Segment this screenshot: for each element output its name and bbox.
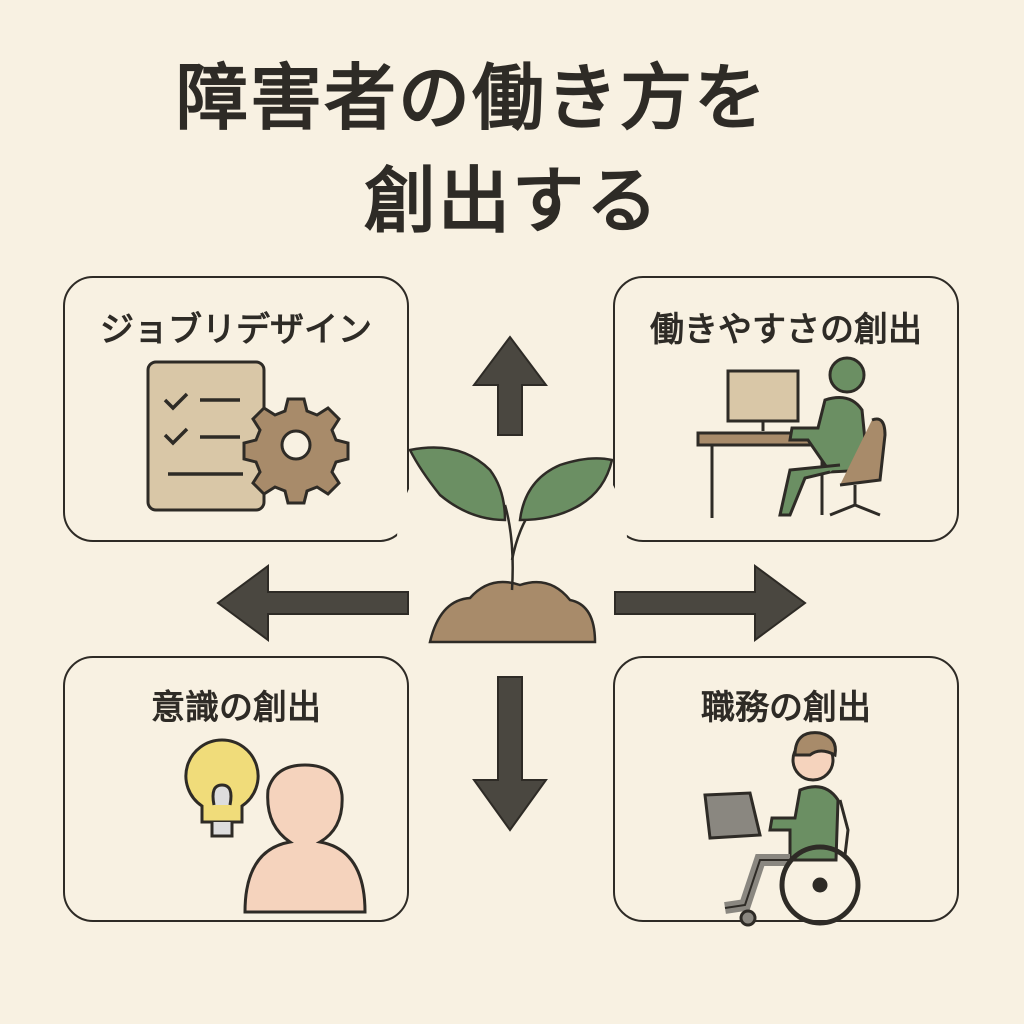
arrow-right-icon xyxy=(614,564,807,642)
person-at-desk-icon xyxy=(696,356,887,518)
sprout-icon xyxy=(408,446,614,644)
ease-of-work-box: 働きやすさの創出 xyxy=(613,276,959,542)
title-line-2: 創出する xyxy=(363,159,660,243)
job-creation-box: 職務の創出 xyxy=(613,656,959,922)
arrow-left-icon xyxy=(216,564,409,642)
awareness-label: 意識の創出 xyxy=(151,688,321,728)
checklist-gear-icon xyxy=(146,360,350,512)
ease-of-work-label: 働きやすさの創出 xyxy=(650,310,922,350)
awareness-box: 意識の創出 xyxy=(63,656,409,922)
job-redesign-label: ジョブリデザイン xyxy=(100,310,372,350)
job-creation-label: 職務の創出 xyxy=(701,688,871,728)
arrow-up-icon xyxy=(472,335,548,436)
arrow-down-icon xyxy=(472,676,548,832)
wheelchair-laptop-icon xyxy=(703,731,861,927)
title-line-1: 障害者の働き方を xyxy=(175,56,768,140)
lightbulb-person-icon xyxy=(184,738,367,914)
job-redesign-box: ジョブリデザイン xyxy=(63,276,409,542)
